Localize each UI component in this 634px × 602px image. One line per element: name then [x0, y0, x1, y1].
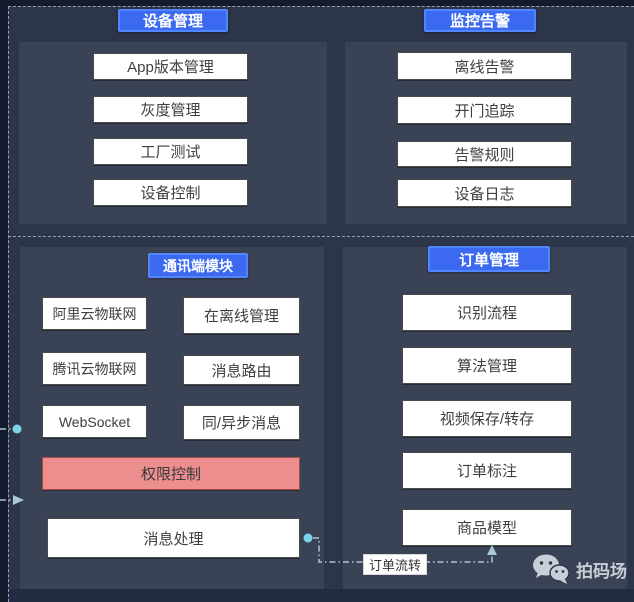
node-tencent-iot: 腾讯云物联网 [42, 352, 147, 385]
node-algorithm-management: 算法管理 [402, 347, 572, 384]
panel-title-communication-module: 通讯端模块 [148, 253, 248, 278]
node-permission-control: 权限控制 [42, 457, 300, 490]
node-aliyun-iot: 阿里云物联网 [42, 297, 147, 330]
node-online-offline-management: 在离线管理 [183, 297, 300, 334]
node-order-annotation: 订单标注 [402, 452, 572, 489]
node-door-open-tracking: 开门追踪 [397, 96, 572, 124]
watermark: 拍码场 [532, 553, 627, 585]
node-sync-async-message: 同/异步消息 [183, 405, 300, 440]
node-product-model: 商品模型 [402, 509, 572, 546]
node-video-save-transfer: 视频保存/转存 [402, 400, 572, 437]
node-websocket: WebSocket [42, 405, 147, 438]
bottom-strip [9, 589, 634, 602]
watermark-text: 拍码场 [576, 561, 627, 581]
node-gray-release-management: 灰度管理 [93, 96, 248, 123]
node-factory-test: 工厂测试 [93, 138, 248, 165]
section-divider-dashed [8, 236, 634, 237]
node-message-processing: 消息处理 [47, 518, 300, 558]
panel-title-device-management: 设备管理 [118, 9, 228, 32]
node-device-log: 设备日志 [397, 179, 572, 207]
panel-title-monitoring-alert: 监控告警 [424, 9, 536, 32]
node-device-control: 设备控制 [93, 179, 248, 206]
wechat-icon [533, 554, 570, 584]
flow-label-order-transfer: 订单流转 [363, 554, 427, 575]
node-recognition-flow: 识别流程 [402, 294, 572, 331]
node-app-version-management: App版本管理 [93, 53, 248, 80]
node-message-routing: 消息路由 [183, 355, 300, 385]
node-alert-rules: 告警规则 [397, 141, 572, 167]
node-offline-alert: 离线告警 [397, 52, 572, 80]
panel-title-order-management: 订单管理 [428, 246, 550, 272]
